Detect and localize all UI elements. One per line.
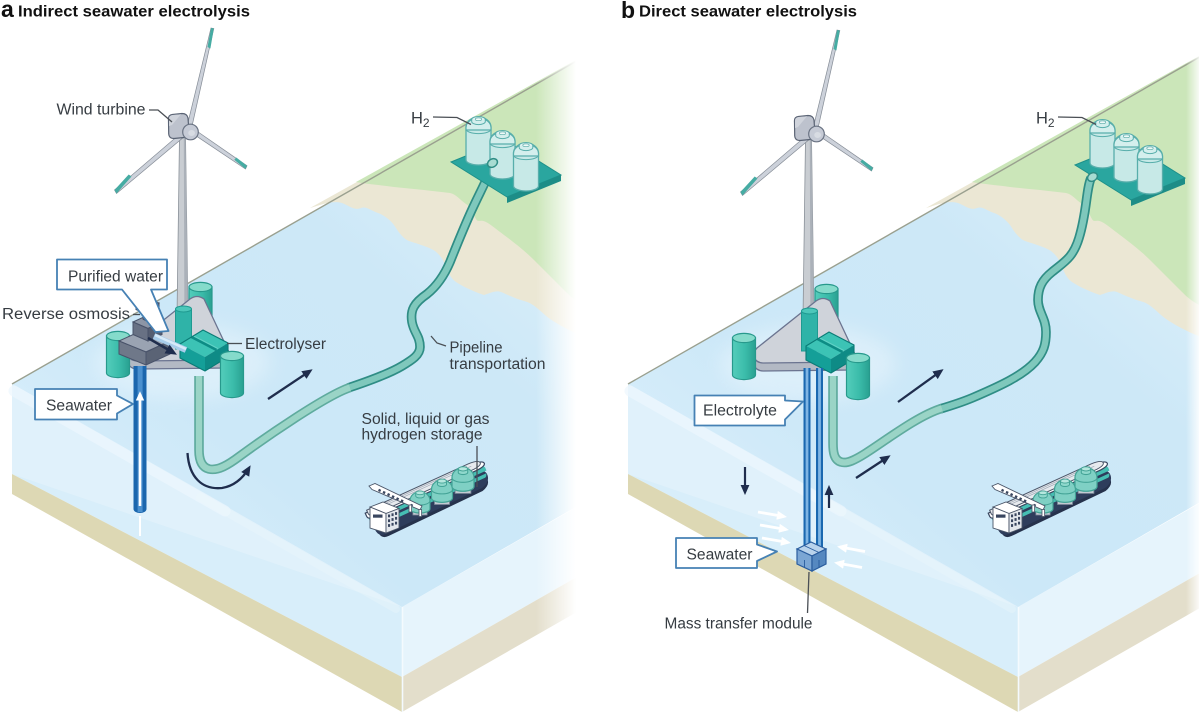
svg-text:Pipeline: Pipeline xyxy=(450,340,503,357)
svg-text:a: a xyxy=(1,0,14,22)
svg-text:hydrogen storage: hydrogen storage xyxy=(362,427,483,444)
svg-text:Solid, liquid or gas: Solid, liquid or gas xyxy=(362,411,490,428)
svg-text:Indirect seawater electrolysis: Indirect seawater electrolysis xyxy=(18,4,250,21)
svg-text:Wind turbine: Wind turbine xyxy=(57,102,146,119)
svg-text:Mass transfer module: Mass transfer module xyxy=(665,616,813,633)
svg-text:Seawater: Seawater xyxy=(46,398,112,415)
svg-text:Electrolyser: Electrolyser xyxy=(245,336,326,353)
svg-text:Purified water: Purified water xyxy=(68,269,163,286)
svg-text:b: b xyxy=(621,0,635,23)
svg-text:Electrolyte: Electrolyte xyxy=(703,403,777,420)
svg-text:Reverse osmosis: Reverse osmosis xyxy=(2,306,130,323)
svg-text:Seawater: Seawater xyxy=(687,547,753,564)
svg-text:transportation: transportation xyxy=(450,356,546,373)
svg-text:Direct seawater electrolysis: Direct seawater electrolysis xyxy=(639,4,857,21)
